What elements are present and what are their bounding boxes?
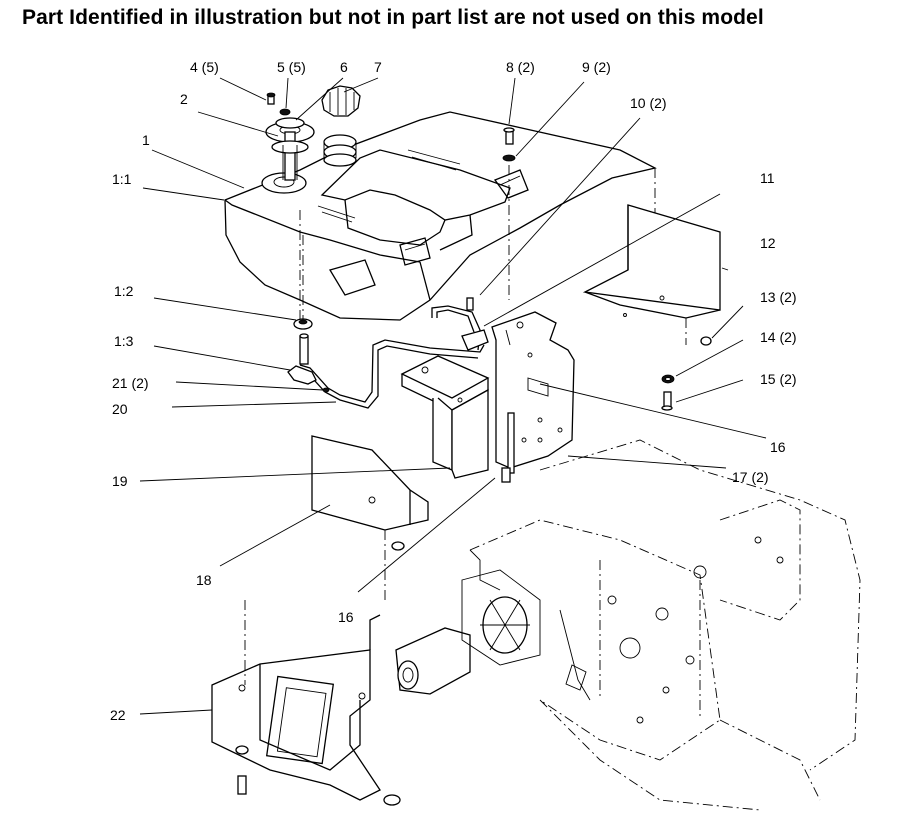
callout-2: 2 bbox=[180, 91, 188, 107]
callout-16-bottom: 16 bbox=[338, 609, 354, 625]
tractor-frame bbox=[469, 439, 861, 811]
callout-11: 11 bbox=[760, 170, 775, 186]
engine-fan bbox=[395, 569, 591, 701]
callout-9: 9 (2) bbox=[582, 59, 611, 75]
side-panel bbox=[311, 435, 429, 600]
callout-19: 19 bbox=[112, 473, 128, 489]
fasteners-13-14-15 bbox=[661, 336, 712, 411]
tank-mount-bracket bbox=[400, 355, 490, 479]
mounting-plate bbox=[461, 297, 575, 483]
callout-13: 13 (2) bbox=[760, 289, 797, 305]
callout-20: 20 bbox=[112, 401, 128, 417]
callout-12: 12 bbox=[760, 235, 776, 251]
callout-16-top: 16 bbox=[770, 439, 786, 455]
callout-18: 18 bbox=[196, 572, 212, 588]
callout-5: 5 (5) bbox=[277, 59, 306, 75]
callout-6: 6 bbox=[340, 59, 348, 75]
fuel-sender-assembly bbox=[265, 92, 315, 181]
bottom-guard bbox=[211, 600, 401, 806]
callout-1-2: 1:2 bbox=[114, 283, 134, 299]
callout-17: 17 (2) bbox=[732, 469, 769, 485]
callout-1-3: 1:3 bbox=[114, 333, 134, 349]
callout-1-1: 1:1 bbox=[112, 171, 132, 187]
heat-shield-12 bbox=[582, 204, 721, 345]
callout-7: 7 bbox=[374, 59, 382, 75]
fuel-valve bbox=[287, 235, 317, 385]
callout-14: 14 (2) bbox=[760, 329, 797, 345]
callout-4: 4 (5) bbox=[190, 59, 219, 75]
header-note: Part Identified in illustration but not … bbox=[22, 6, 764, 29]
callout-22: 22 bbox=[110, 707, 126, 723]
callout-1: 1 bbox=[142, 132, 150, 148]
callout-15: 15 (2) bbox=[760, 371, 797, 387]
callout-8: 8 (2) bbox=[506, 59, 535, 75]
leader-lines bbox=[139, 77, 767, 715]
fuel-cap bbox=[321, 85, 361, 167]
callout-21: 21 (2) bbox=[112, 375, 149, 391]
callout-10: 10 (2) bbox=[630, 95, 667, 111]
callout-labels: 4 (5) 5 (5) 6 7 2 1 1:1 8 (2) 9 (2) 10 (… bbox=[110, 59, 797, 723]
bolt-8-washer-9 bbox=[502, 127, 516, 300]
